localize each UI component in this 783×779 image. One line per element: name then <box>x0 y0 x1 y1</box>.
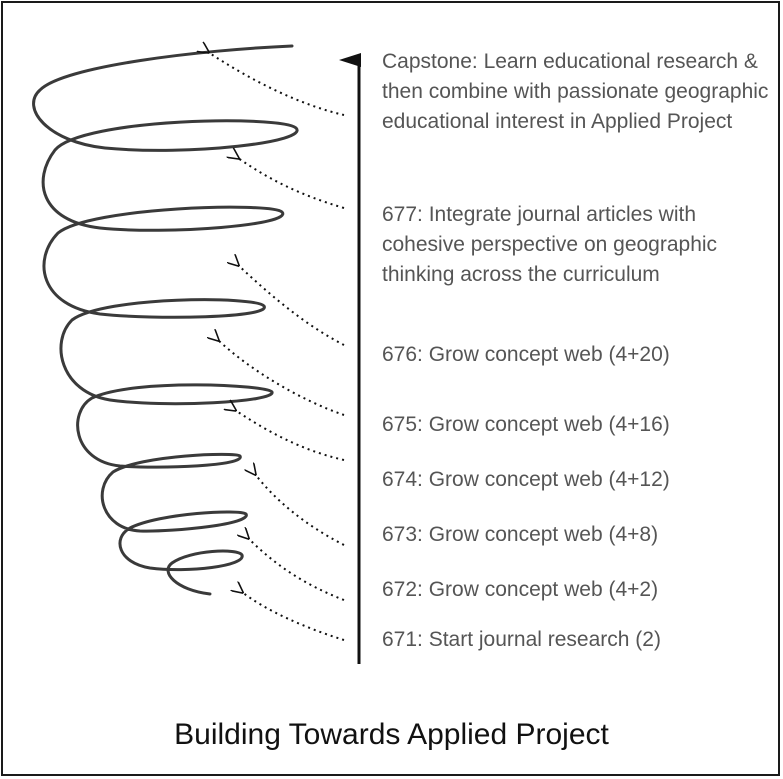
diagram-caption: Building Towards Applied Project <box>174 718 609 751</box>
learning-spiral <box>32 44 299 596</box>
connector-676 <box>238 265 345 346</box>
connector-capstone <box>208 52 345 116</box>
connector-674 <box>235 410 345 461</box>
stage-label-675: 675: Grow concept web (4+16) <box>382 413 670 436</box>
connector-677 <box>238 158 345 209</box>
stage-label-671: 671: Start journal research (2) <box>382 628 661 651</box>
connector-672 <box>248 538 345 601</box>
stage-label-676: 676: Grow concept web (4+20) <box>382 343 670 366</box>
stage-label-677: 677: Integrate journal articles with coh… <box>382 203 718 286</box>
stage-label-capstone: Capstone: Learn educational research & t… <box>382 50 769 133</box>
stage-label-673: 673: Grow concept web (4+8) <box>382 523 659 546</box>
connector-671 <box>242 592 345 641</box>
connector-673 <box>255 474 345 546</box>
stage-label-672: 672: Grow concept web (4+2) <box>382 578 659 601</box>
connector-675 <box>218 340 345 416</box>
stage-label-674: 674: Grow concept web (4+12) <box>382 468 670 491</box>
